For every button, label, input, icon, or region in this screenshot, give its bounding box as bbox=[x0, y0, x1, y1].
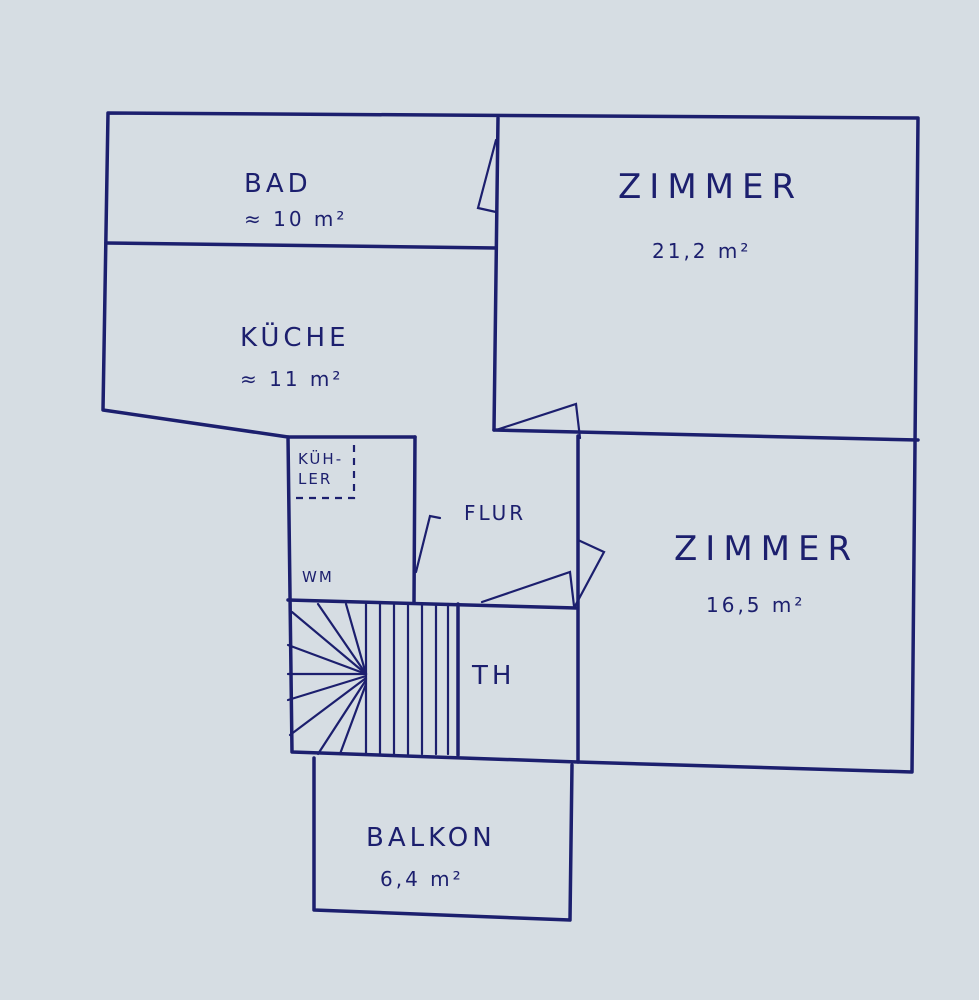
balkon-label: BALKON bbox=[366, 823, 496, 853]
wall-center-vertical bbox=[492, 116, 500, 432]
kuehler-label-2: LER bbox=[298, 470, 332, 488]
zimmer-1-label: ZIMMER bbox=[618, 167, 803, 207]
balkon-area: 6,4 m² bbox=[380, 867, 464, 891]
zimmer-2-label: ZIMMER bbox=[674, 529, 859, 569]
door-zimmer-2 bbox=[572, 538, 606, 610]
zimmer-1-area: 21,2 m² bbox=[652, 239, 751, 263]
wall-wm-flur bbox=[412, 435, 417, 604]
wall-zimmer-1-bottom bbox=[492, 428, 920, 442]
wall-bad-kueche bbox=[104, 241, 498, 250]
th-label: TH bbox=[471, 661, 515, 691]
kuehler-outline bbox=[296, 440, 356, 500]
outer-wall bbox=[101, 111, 920, 774]
door-wm bbox=[414, 514, 442, 574]
kueche-area: ≈ 11 m² bbox=[240, 367, 343, 391]
kuehler-label-1: KÜH- bbox=[298, 449, 343, 468]
kueche-label: KÜCHE bbox=[240, 321, 350, 353]
wm-label: WM bbox=[302, 568, 334, 586]
wall-stair-top bbox=[286, 598, 578, 610]
door-zimmer-1 bbox=[494, 402, 582, 440]
door-th bbox=[480, 570, 576, 608]
bad-label: BAD bbox=[244, 169, 312, 199]
zimmer-2-area: 16,5 m² bbox=[706, 593, 805, 617]
staircase bbox=[286, 602, 450, 756]
flur-label: FLUR bbox=[464, 501, 526, 525]
balkon-outline bbox=[312, 756, 574, 922]
bad-area: ≈ 10 m² bbox=[244, 207, 347, 231]
door-bad bbox=[476, 138, 498, 214]
